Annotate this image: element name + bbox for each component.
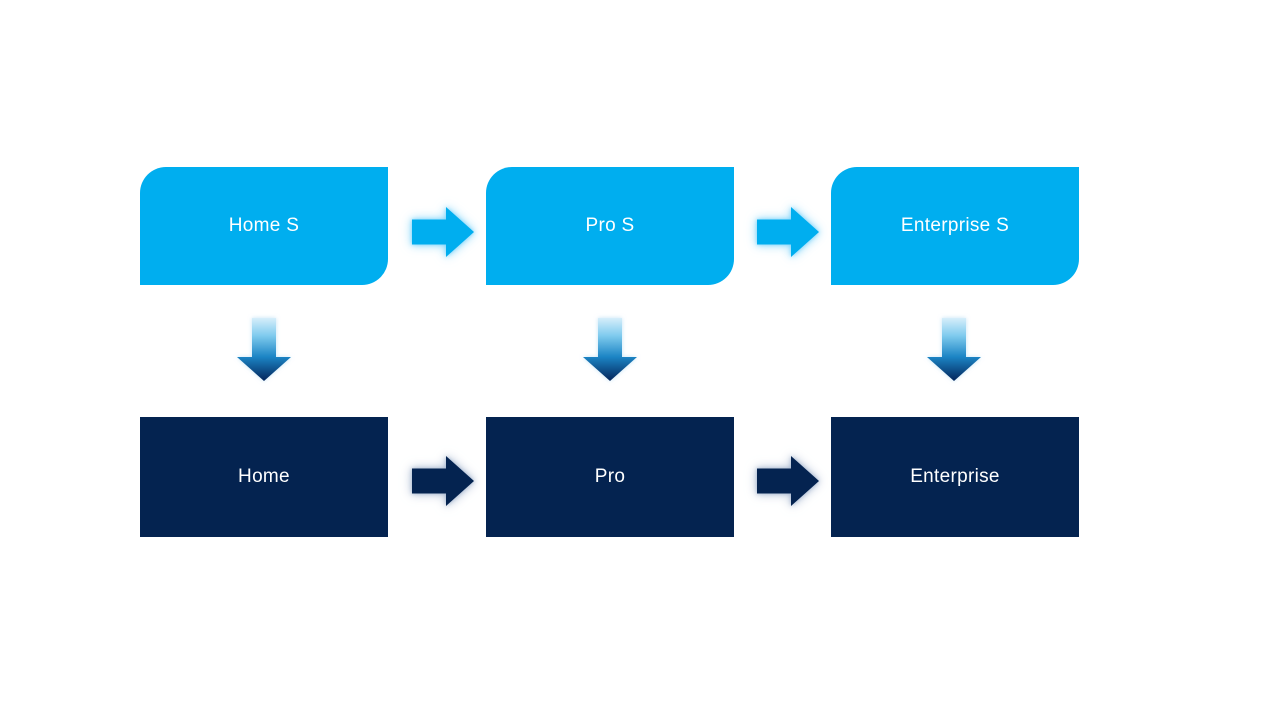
node-pro-s-label: Pro S (585, 215, 635, 236)
node-home-s-label: Home S (228, 215, 300, 236)
node-home-s: Home S (140, 167, 388, 285)
node-pro-label: Pro (594, 466, 626, 487)
down-arrow-icon (583, 318, 637, 381)
down-arrow-icon (237, 318, 291, 381)
down-arrow-icon (927, 318, 981, 381)
node-enterprise-s-label: Enterprise S (900, 215, 1010, 236)
right-arrow-icon (757, 456, 819, 506)
right-arrow-icon (757, 207, 819, 257)
node-enterprise: Enterprise (831, 417, 1079, 537)
node-home-label: Home (238, 466, 290, 487)
node-pro: Pro (486, 417, 734, 537)
right-arrow-icon (412, 207, 474, 257)
node-pro-s: Pro S (486, 167, 734, 285)
node-enterprise-s: Enterprise S (831, 167, 1079, 285)
node-home: Home (140, 417, 388, 537)
right-arrow-icon (412, 456, 474, 506)
node-enterprise-label: Enterprise (910, 466, 1000, 487)
